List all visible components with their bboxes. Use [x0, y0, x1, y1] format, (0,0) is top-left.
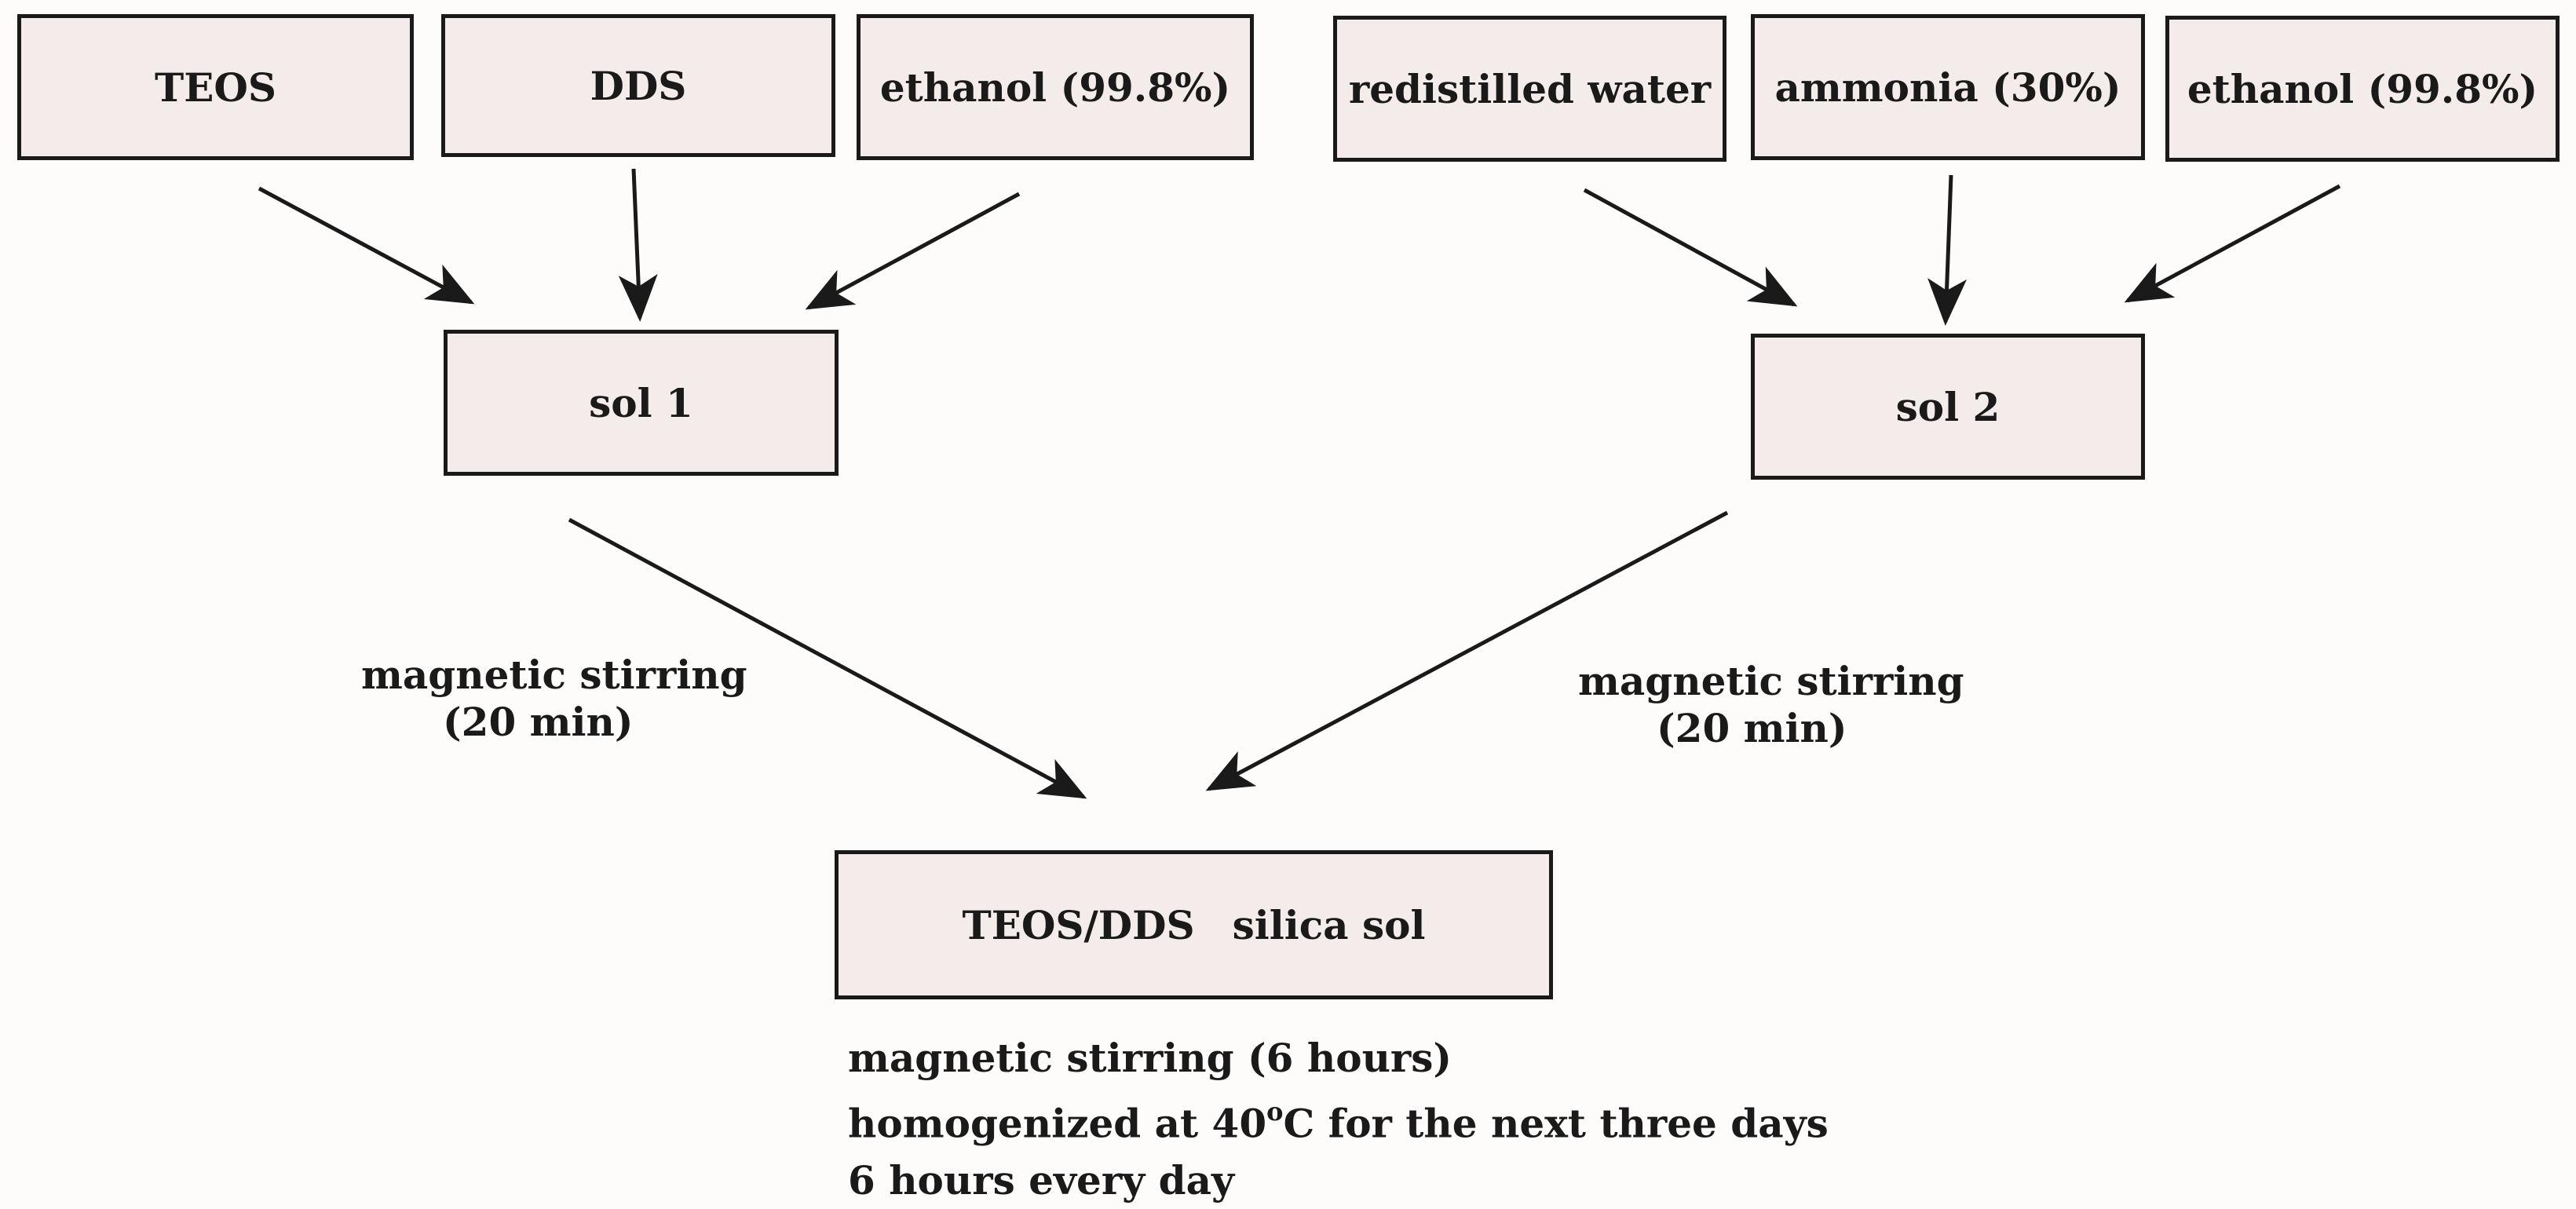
arrow-dds-to-sol1	[618, 168, 658, 322]
degree-mark: o	[1266, 1097, 1284, 1127]
sol-1-label: sol 1	[589, 379, 693, 426]
teos-box: TEOS	[17, 14, 414, 160]
arrow-teos-to-sol1	[258, 186, 475, 305]
silica-sol-box: TEOS/DDS silica sol	[835, 850, 1553, 999]
redistilled-water-box: redistilled water	[1333, 16, 1726, 162]
stirring-left-line2: (20 min)	[443, 699, 634, 745]
ethanol-right-label: ethanol (99.8%)	[2187, 65, 2538, 112]
teos-label: TEOS	[155, 64, 276, 111]
note-6h-every-day: 6 hours every day	[848, 1156, 1235, 1204]
ethanol-left-label: ethanol (99.8%)	[879, 64, 1231, 111]
arrow-ethanol-to-sol1	[805, 192, 1021, 310]
redistilled-water-label: redistilled water	[1348, 65, 1712, 112]
stirring-label-right: magnetic stirring (20 min)	[1578, 658, 1964, 752]
ammonia-box: ammonia (30%)	[1751, 14, 2145, 160]
arrow-water-to-sol2	[1583, 188, 1798, 307]
stirring-label-left: magnetic stirring (20 min)	[361, 652, 747, 746]
teos-dds-label: TEOS/DDS	[962, 901, 1195, 948]
silica-sol-label: silica sol	[1232, 901, 1426, 948]
dds-label: DDS	[590, 62, 687, 109]
sol-1-box: sol 1	[444, 330, 839, 476]
stirring-left-line1: magnetic stirring	[361, 652, 747, 698]
ethanol-left-box: ethanol (99.8%)	[857, 14, 1254, 160]
process-notes: magnetic stirring (6 hours) homogenized …	[848, 1030, 1829, 1209]
ammonia-label: ammonia (30%)	[1774, 64, 2121, 111]
arrow-ammonia-to-sol2	[1927, 174, 1968, 326]
dds-box: DDS	[441, 14, 835, 157]
arrow-sol1-to-final	[568, 517, 1087, 799]
note-stirring-6h: magnetic stirring (6 hours)	[848, 1035, 1452, 1081]
ethanol-right-box: ethanol (99.8%)	[2165, 16, 2560, 162]
sol-2-label: sol 2	[1895, 383, 2001, 430]
note-homogenized: homogenized at 40oC for the next three d…	[848, 1097, 1829, 1147]
stirring-right-line2: (20 min)	[1657, 705, 1847, 751]
arrow-ethanol-to-sol2	[2124, 184, 2341, 303]
arrow-sol2-to-final	[1205, 510, 1729, 791]
sol-2-box: sol 2	[1751, 334, 2145, 480]
stirring-right-line1: magnetic stirring	[1578, 658, 1964, 704]
